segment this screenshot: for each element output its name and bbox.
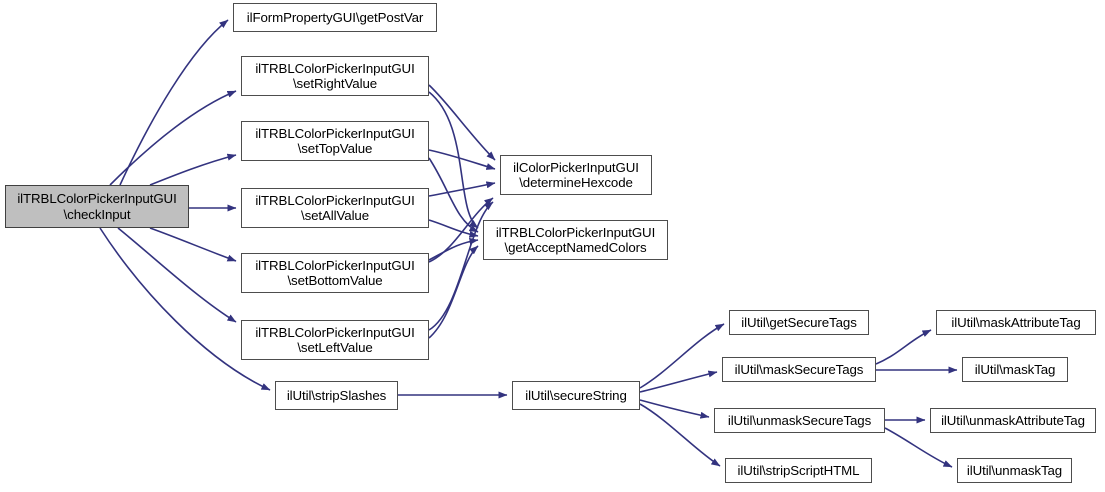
edge-setTopValue-to-getAcceptNamedColors [428, 157, 479, 233]
graph-node-setTopValue[interactable]: ilTRBLColorPickerInputGUI\setTopValue [241, 121, 429, 161]
node-label-line: ilUtil\maskSecureTags [734, 361, 864, 377]
node-label-line: \getAcceptNamedColors [504, 240, 647, 255]
graph-node-unmaskAttributeTag[interactable]: ilUtil\unmaskAttributeTag [930, 408, 1096, 433]
node-label-line: ilUtil\unmaskAttributeTag [941, 412, 1085, 428]
node-label-line: \setAllValue [300, 208, 370, 223]
edge-checkInput-to-setTopValue [149, 153, 237, 186]
edge-setTopValue-to-determineHexcode [428, 149, 496, 170]
node-label-line: ilTRBLColorPickerInputGUI [495, 224, 656, 240]
node-label-line: \setRightValue [292, 76, 378, 91]
node-label-line: ilTRBLColorPickerInputGUI [255, 125, 415, 141]
graph-node-getSecureTags[interactable]: ilUtil\getSecureTags [729, 310, 869, 335]
graph-node-setRightValue[interactable]: ilTRBLColorPickerInputGUI\setRightValue [241, 56, 429, 96]
node-label-line: ilUtil\stripScriptHTML [737, 462, 860, 478]
graph-node-secureString[interactable]: ilUtil\secureString [512, 381, 640, 410]
node-label-line: \setBottomValue [287, 273, 383, 288]
edge-setBottomValue-to-getAcceptNamedColors [428, 237, 479, 261]
node-label-line: ilUtil\unmaskSecureTags [727, 412, 872, 428]
edge-unmaskSecureTags-to-unmaskTag [884, 427, 953, 468]
graph-node-checkInput[interactable]: ilTRBLColorPickerInputGUI\checkInput [5, 185, 189, 228]
graph-node-setBottomValue[interactable]: ilTRBLColorPickerInputGUI\setBottomValue [241, 253, 429, 293]
node-label-line: \setLeftValue [297, 340, 373, 355]
edge-secureString-to-maskSecureTags [639, 370, 718, 393]
edge-checkInput-to-getPostVar [119, 19, 229, 186]
edge-secureString-to-getSecureTags [639, 323, 725, 389]
node-label-line: ilUtil\unmaskTag [966, 462, 1063, 478]
graph-node-maskSecureTags[interactable]: ilUtil\maskSecureTags [722, 357, 876, 382]
edge-setRightValue-to-determineHexcode [428, 84, 496, 161]
edge-checkInput-to-setBottomValue [149, 227, 237, 262]
node-label-line: ilFormPropertyGUI\getPostVar [246, 9, 424, 25]
node-label-line: \checkInput [63, 206, 131, 222]
node-label-line: ilColorPickerInputGUI [513, 159, 639, 175]
edge-setAllValue-to-determineHexcode [428, 181, 496, 197]
node-label-line: ilUtil\secureString [525, 387, 627, 403]
edge-secureString-to-unmaskSecureTags [639, 399, 710, 419]
edge-maskSecureTags-to-maskAttributeTag [875, 329, 932, 365]
graph-node-stripSlashes[interactable]: ilUtil\stripSlashes [275, 381, 398, 410]
node-label-line: ilUtil\getSecureTags [741, 314, 857, 330]
graph-node-stripScriptHTML[interactable]: ilUtil\stripScriptHTML [725, 458, 872, 483]
edge-setAllValue-to-getAcceptNamedColors [428, 219, 479, 238]
node-label-line: ilTRBLColorPickerInputGUI [255, 324, 415, 340]
graph-node-setAllValue[interactable]: ilTRBLColorPickerInputGUI\setAllValue [241, 188, 429, 228]
graph-node-setLeftValue[interactable]: ilTRBLColorPickerInputGUI\setLeftValue [241, 320, 429, 360]
graph-node-maskTag[interactable]: ilUtil\maskTag [962, 357, 1068, 382]
node-label-line: ilTRBLColorPickerInputGUI [255, 60, 415, 76]
node-label-line: \determineHexcode [519, 175, 633, 190]
node-label-line: ilTRBLColorPickerInputGUI [255, 257, 415, 273]
edge-secureString-to-stripScriptHTML [639, 403, 721, 467]
node-label-line: \setTopValue [297, 141, 373, 156]
edge-setRightValue-to-getAcceptNamedColors [428, 91, 479, 229]
node-label-line: ilTRBLColorPickerInputGUI [17, 191, 177, 206]
graph-node-unmaskTag[interactable]: ilUtil\unmaskTag [957, 458, 1072, 483]
graph-node-getPostVar[interactable]: ilFormPropertyGUI\getPostVar [233, 3, 437, 32]
graph-node-getAcceptNamedColors[interactable]: ilTRBLColorPickerInputGUI\getAcceptNamed… [483, 220, 668, 260]
edge-checkInput-to-setLeftValue [117, 227, 237, 323]
edge-checkInput-to-setRightValue [109, 90, 237, 186]
node-label-line: ilUtil\maskAttributeTag [951, 314, 1081, 330]
node-label-line: ilUtil\maskTag [974, 361, 1056, 377]
graph-node-maskAttributeTag[interactable]: ilUtil\maskAttributeTag [936, 310, 1096, 335]
graph-node-determineHexcode[interactable]: ilColorPickerInputGUI\determineHexcode [500, 155, 652, 195]
node-label-line: ilUtil\stripSlashes [286, 387, 387, 403]
graph-node-unmaskSecureTags[interactable]: ilUtil\unmaskSecureTags [714, 408, 885, 433]
node-label-line: ilTRBLColorPickerInputGUI [255, 192, 415, 208]
edge-setLeftValue-to-getAcceptNamedColors [428, 245, 479, 339]
